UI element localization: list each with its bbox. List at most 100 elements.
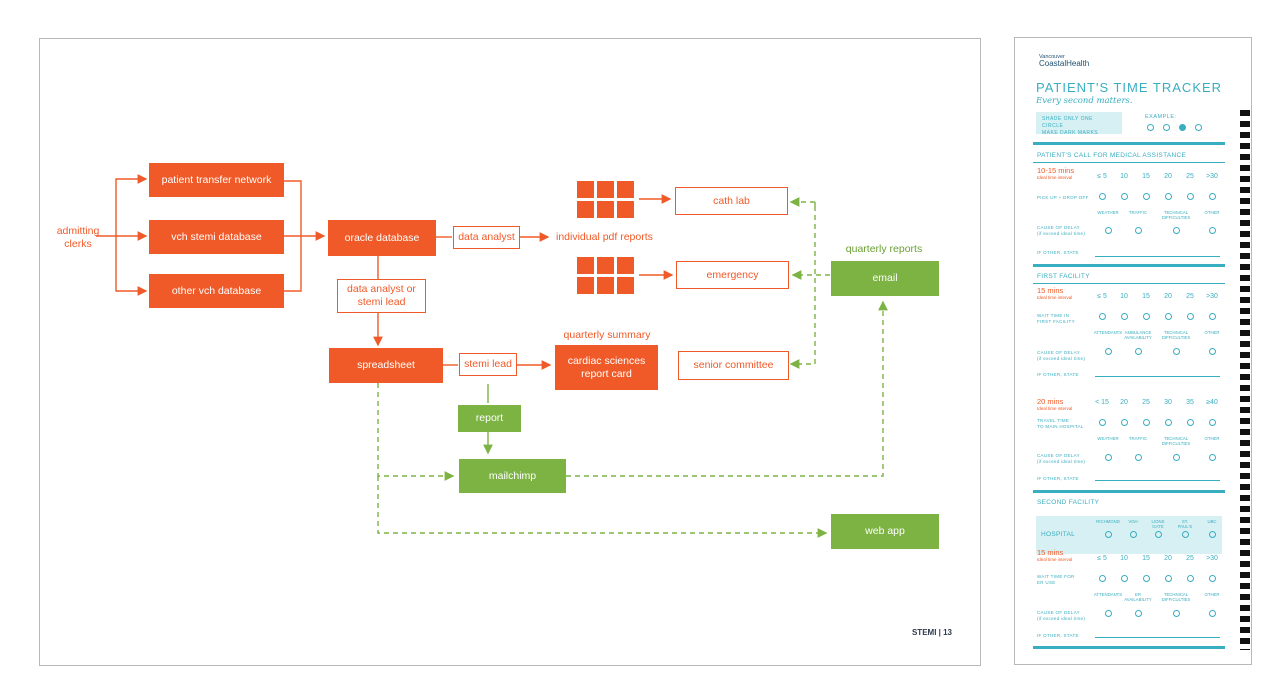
answer-circle[interactable] <box>1098 313 1106 320</box>
example-circle <box>1195 124 1202 131</box>
answer-circle[interactable] <box>1208 610 1216 617</box>
answer-circle[interactable] <box>1134 227 1142 234</box>
ideal-text: Ideal time interval <box>1037 174 1073 180</box>
answer-circle[interactable] <box>1164 575 1172 582</box>
answer-circle[interactable] <box>1142 193 1150 200</box>
range-text: 20 mins <box>1037 397 1064 406</box>
section-rule <box>1033 162 1225 163</box>
answer-circle[interactable] <box>1208 227 1216 234</box>
answer-circle[interactable] <box>1142 575 1150 582</box>
answer-circle[interactable] <box>1186 313 1194 320</box>
answer-circle[interactable] <box>1164 313 1172 320</box>
answer-circle[interactable] <box>1208 348 1216 355</box>
answer-circle[interactable] <box>1208 575 1216 582</box>
answer-circle[interactable] <box>1172 454 1180 461</box>
scale-value: 10 <box>1120 293 1128 300</box>
delay-option-label: AMBULANCE AVAILABILITY <box>1124 330 1152 341</box>
answer-circle[interactable] <box>1104 610 1112 617</box>
hospital-option-label: RICHMOND <box>1096 519 1120 524</box>
answer-circle[interactable] <box>1181 531 1189 538</box>
answer-circle[interactable] <box>1120 419 1128 426</box>
answer-circle[interactable] <box>1154 531 1162 538</box>
hospital-option-label: ST. PAUL'S <box>1177 519 1193 530</box>
scale-value: 20 <box>1164 293 1172 300</box>
answer-circle[interactable] <box>1120 575 1128 582</box>
section-divider <box>1033 490 1225 493</box>
answer-circle[interactable] <box>1120 313 1128 320</box>
answer-circle[interactable] <box>1186 419 1194 426</box>
shade-instruction: SHADE ONLY ONE CIRCLE MAKE DARK MARKS <box>1036 112 1122 136</box>
answer-circle[interactable] <box>1208 313 1216 320</box>
answer-circle[interactable] <box>1208 419 1216 426</box>
scale-value: ≤ 5 <box>1097 173 1107 180</box>
delay-option-label: TECHNICAL DIFFICULTIES <box>1161 592 1191 603</box>
answer-circle[interactable] <box>1208 193 1216 200</box>
section-2-title: FIRST FACILITY <box>1037 273 1090 280</box>
stemi-workflow-diagram: admitting clerks patient transfer networ… <box>39 38 981 666</box>
answer-circle[interactable] <box>1134 454 1142 461</box>
section-3-row2-label: CAUSE OF DELAY (if exceed ideal time) <box>1037 453 1086 464</box>
scale-value: 25 <box>1186 555 1194 562</box>
answer-circle[interactable] <box>1142 419 1150 426</box>
example-circle <box>1147 124 1154 131</box>
answer-circle[interactable] <box>1104 227 1112 234</box>
scale-value: >30 <box>1206 293 1218 300</box>
answer-circle[interactable] <box>1098 575 1106 582</box>
email-node: email <box>831 261 939 296</box>
section-2-row1-label: WAIT TIME IN FIRST FACILITY <box>1037 313 1075 324</box>
other-write-line <box>1095 637 1220 638</box>
section-1-title: PATIENT'S CALL FOR MEDICAL ASSISTANCE <box>1037 152 1187 159</box>
quarterly-summary-label: quarterly summary <box>563 329 651 341</box>
hospital-option-label: UBC <box>1207 519 1217 524</box>
answer-circle[interactable] <box>1186 193 1194 200</box>
delay-option-label: ER AVAILABILITY <box>1124 592 1152 603</box>
answer-circle[interactable] <box>1208 454 1216 461</box>
answer-circle[interactable] <box>1120 193 1128 200</box>
delay-option-label: OTHER <box>1204 592 1220 597</box>
emergency-node: emergency <box>676 261 789 289</box>
patient-transfer-network-node: patient transfer network <box>149 163 284 197</box>
answer-circle[interactable] <box>1172 610 1180 617</box>
answer-circle[interactable] <box>1208 531 1216 538</box>
answer-circle[interactable] <box>1104 531 1112 538</box>
answer-circle[interactable] <box>1172 348 1180 355</box>
scale-value: 10 <box>1120 555 1128 562</box>
section-4-row1-label: WAIT TIME FOR ER USE <box>1037 574 1075 585</box>
answer-circle[interactable] <box>1129 531 1137 538</box>
page-footer: STEMI | 13 <box>911 628 952 637</box>
answer-circle[interactable] <box>1098 419 1106 426</box>
cath-lab-node: cath lab <box>675 187 788 215</box>
answer-circle[interactable] <box>1104 454 1112 461</box>
answer-circle[interactable] <box>1134 610 1142 617</box>
scale-value: 15 <box>1142 555 1150 562</box>
pdf-reports-grid-icon-top <box>577 181 634 218</box>
delay-option-label: TECHNICAL DIFFICULTIES <box>1161 436 1191 447</box>
scale-value: ≤ 5 <box>1097 555 1107 562</box>
delay-option-label: TECHNICAL DIFFICULTIES <box>1161 330 1191 341</box>
report-node: report <box>458 405 521 432</box>
delay-option-label: TECHNICAL DIFFICULTIES <box>1161 210 1191 221</box>
delay-option-label: OTHER <box>1204 436 1220 441</box>
scale-value: 25 <box>1142 399 1150 406</box>
scale-value: 15 <box>1142 293 1150 300</box>
answer-circle[interactable] <box>1172 227 1180 234</box>
section-divider <box>1033 142 1225 145</box>
answer-circle[interactable] <box>1134 348 1142 355</box>
delay-option-label: OTHER <box>1204 330 1220 335</box>
answer-circle[interactable] <box>1164 193 1172 200</box>
answer-circle[interactable] <box>1164 419 1172 426</box>
answer-circle[interactable] <box>1098 193 1106 200</box>
answer-circle[interactable] <box>1104 348 1112 355</box>
answer-circle[interactable] <box>1142 313 1150 320</box>
section-2-row2-label: CAUSE OF DELAY (if exceed ideal time) <box>1037 350 1086 361</box>
data-analyst-node: data analyst <box>453 226 520 249</box>
section-4-title: SECOND FACILITY <box>1037 499 1100 506</box>
answer-circle[interactable] <box>1186 575 1194 582</box>
scale-value: ≤ 5 <box>1097 293 1107 300</box>
other-write-line <box>1095 376 1220 377</box>
delay-option-label: TRAFFIC <box>1128 210 1148 215</box>
delay-option-label: ATTENDANTS <box>1093 592 1123 597</box>
vch-logo: Vancouver CoastalHealth <box>1039 54 1089 69</box>
